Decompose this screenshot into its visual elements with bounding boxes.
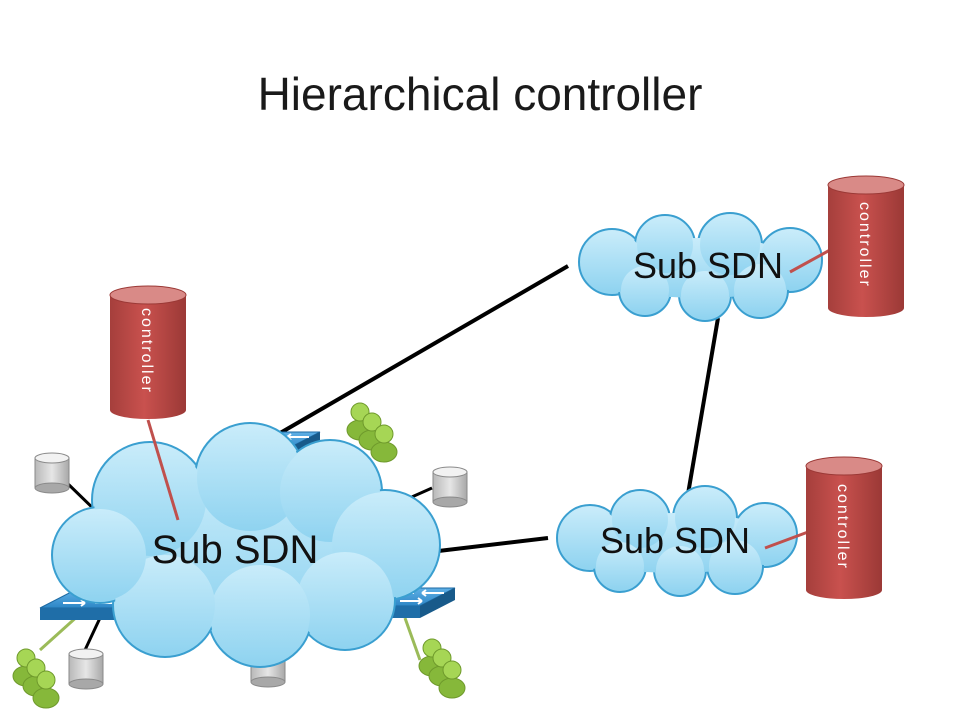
controller-top-right: controller [827,175,905,317]
controller-links [146,248,831,550]
database-cylinder-icon [805,456,883,599]
link-large-to-bottom-right [429,536,549,554]
cloud-large [51,422,441,668]
link-users-bottom-right [403,617,422,661]
controller-link-bottom-right [764,530,809,550]
cloud-top-right [578,212,823,322]
controller-bottom-right: controller [805,456,883,599]
server-icon [68,648,104,690]
controller-label-bottom-right: controller [834,484,851,570]
link-server-bottom-left [83,617,102,651]
link-top-right-to-bottom-right [686,317,720,495]
controller-left: controller [109,285,187,419]
user-group-icon [418,638,466,699]
cloud-bottom-right [556,485,798,597]
page-title: Hierarchical controller [258,68,703,120]
cloud-label-bottom-right: Sub SDN [600,520,750,561]
server-icon [432,466,468,508]
server-icon [34,452,70,494]
controller-label-top-right: controller [856,202,873,288]
database-cylinder-icon [827,175,905,317]
cloud-label-large: Sub SDN [152,528,319,572]
user-group-icon [12,648,60,709]
controller-link-left [146,419,180,521]
link-large-to-top-right [273,264,570,438]
inter-domain-links [273,264,720,554]
controller-label-left: controller [138,308,155,394]
database-cylinder-icon [109,285,187,419]
controller-link-top-right [789,248,831,274]
cloud-label-top-right: Sub SDN [633,245,783,286]
